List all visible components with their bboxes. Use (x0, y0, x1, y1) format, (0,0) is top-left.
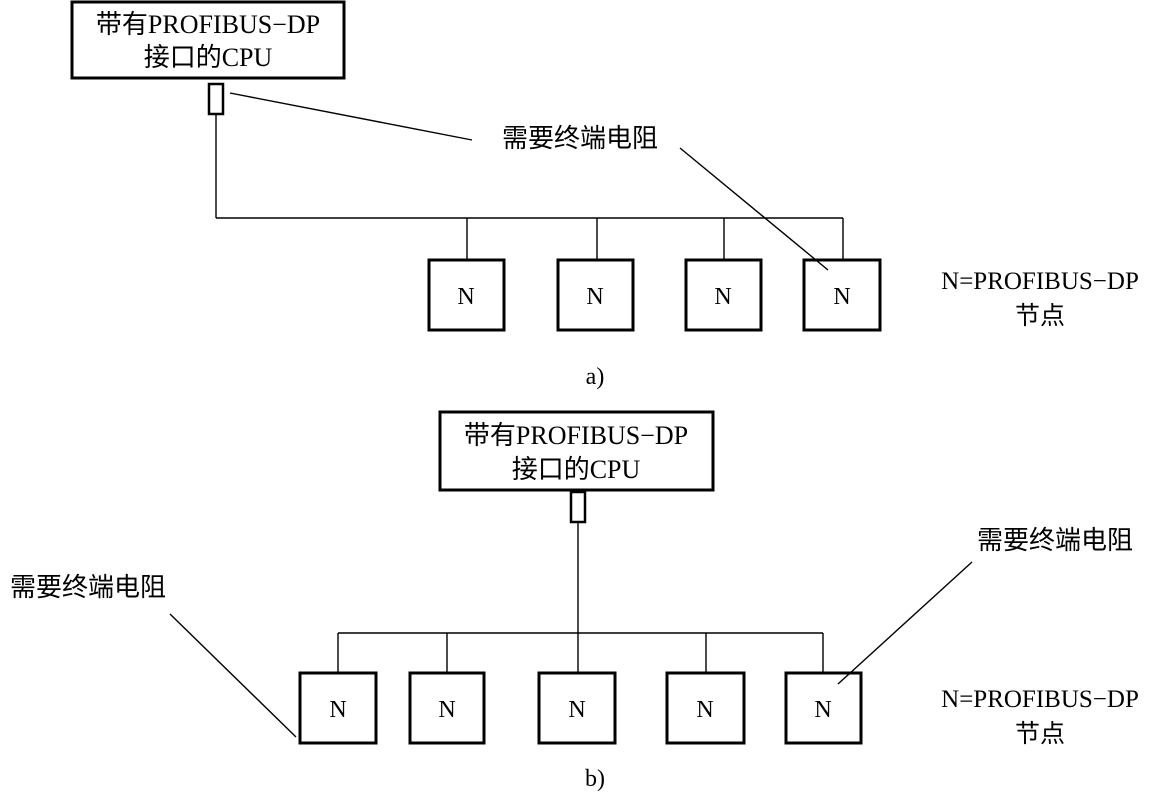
legend-b-line1: N=PROFIBUS−DP (941, 686, 1139, 713)
node-label-b2: N (438, 697, 455, 723)
node-box-a4 (802, 258, 882, 332)
cpu-label-b-line2: 接口的CPU (512, 455, 641, 484)
terminator-label-b-right: 需要终端电阻 (977, 526, 1133, 555)
node-box-a1 (427, 258, 506, 332)
terminator-label-a: 需要终端电阻 (502, 124, 658, 153)
node-box-b1 (298, 671, 378, 745)
cpu-box-b (438, 410, 715, 492)
node-label-b1: N (329, 697, 346, 723)
terminator-label-b-left: 需要终端电阻 (10, 573, 166, 602)
legend-b-line2: 节点 (1015, 720, 1065, 748)
node-label-a2: N (586, 284, 603, 310)
bus-connector-b (569, 490, 587, 524)
node-box-b2 (408, 671, 486, 745)
node-label-a1: N (457, 284, 474, 310)
caption-b: b) (585, 766, 605, 792)
caption-a: a) (586, 364, 605, 390)
node-box-a2 (556, 258, 635, 332)
cpu-label-a-line1: 带有PROFIBUS−DP (96, 10, 320, 39)
node-box-a3 (684, 258, 763, 332)
node-label-a4: N (833, 284, 850, 310)
node-label-b3: N (568, 697, 585, 723)
figure-a: 带有PROFIBUS−DP 接口的CPU N N N N 需要终端电阻 N=PR… (70, 0, 1139, 390)
node-box-b5 (784, 671, 863, 745)
legend-a-line2: 节点 (1015, 302, 1065, 330)
legend-a-line1: N=PROFIBUS−DP (941, 268, 1139, 295)
leader-line-b-right (837, 561, 973, 685)
figure-b: 带有PROFIBUS−DP 接口的CPU N N N N N 需要终端电阻 需要… (10, 410, 1139, 792)
cpu-label-b-line1: 带有PROFIBUS−DP (464, 421, 688, 450)
node-box-b4 (665, 671, 746, 745)
node-label-a3: N (714, 284, 731, 310)
leader-line-a-left (229, 92, 473, 141)
node-label-b5: N (814, 697, 831, 723)
bus-connector-a (207, 82, 225, 116)
cpu-box-a (70, 0, 346, 80)
leader-line-a-right (679, 147, 829, 271)
node-box-b3 (537, 671, 617, 745)
node-label-b4: N (696, 697, 713, 723)
cpu-label-a-line2: 接口的CPU (144, 43, 273, 72)
leader-line-b-left (169, 613, 297, 738)
